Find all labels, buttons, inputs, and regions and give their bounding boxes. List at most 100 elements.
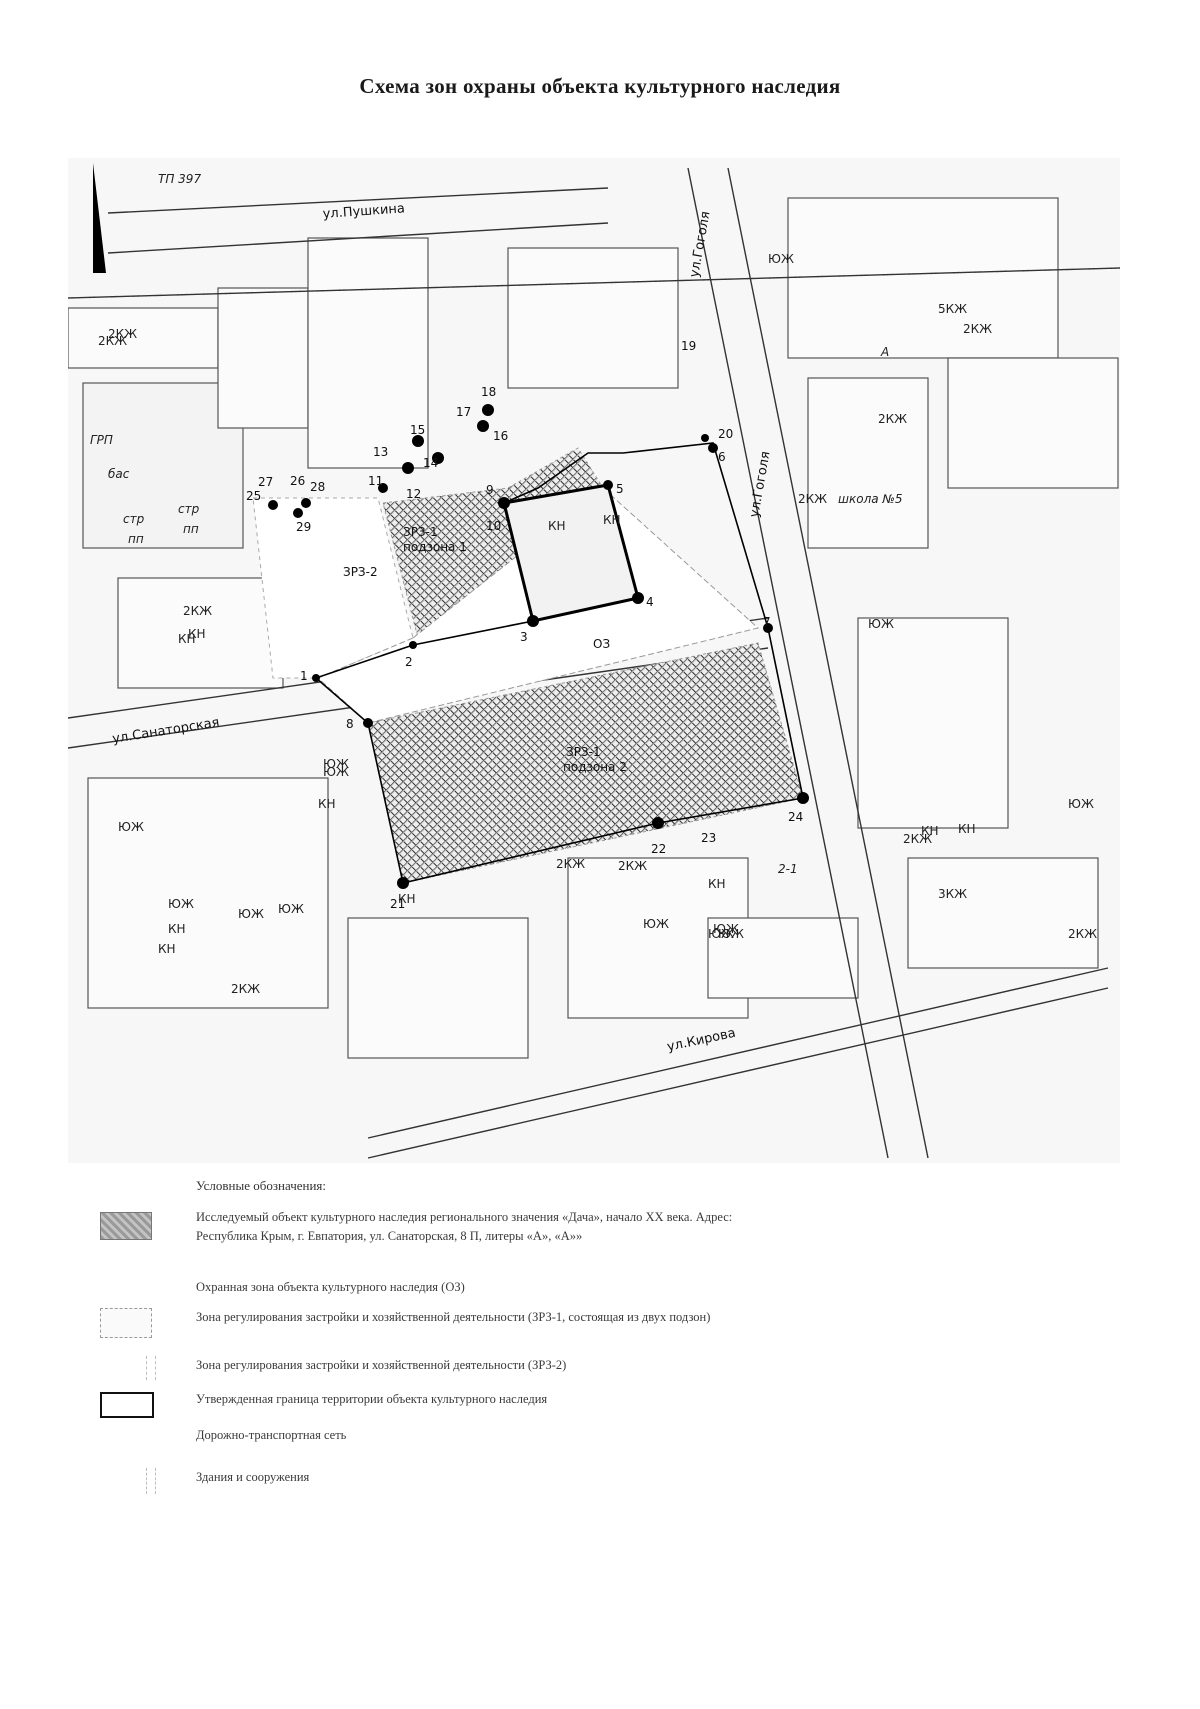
building-label: 2КЖ [98,334,127,348]
legend-row-object: Исследуемый объект культурного наследия … [100,1208,1100,1268]
boundary-point [402,462,414,474]
misc-label: пп [128,532,144,546]
point-number: 9 [486,483,494,497]
boundary-point [412,435,424,447]
point-number: 7 [763,615,771,629]
misc-label: пп [183,522,199,536]
building-label: ЮЖ [708,927,734,941]
point-number: 14 [423,456,438,470]
point-number: 13 [373,445,388,459]
building-label: КН [708,877,726,891]
building-label: 2КЖ [231,982,260,996]
legend-text: Зона регулирования застройки и хозяйстве… [196,1310,711,1324]
point-number: 23 [701,831,716,845]
legend-text: Исследуемый объект культурного наследия … [196,1210,733,1243]
building-label: ЮЖ [323,765,349,779]
point-number: 20 [718,427,733,441]
building-labels: 2КЖ КН 2КЖ 2КЖ 3КЖ 2КЖ ЮЖ КН 2КЖ ЮЖ ЮЖ К… [98,252,1097,996]
block [707,917,859,999]
building-label: ЮЖ [643,917,669,931]
road-line [687,167,889,1159]
map-svg: 1 2 3 4 5 6 7 8 9 10 11 12 13 14 15 16 1… [68,163,1120,1159]
point-number: 5 [616,482,624,496]
oz-swatch-icon [100,1278,150,1300]
building-label: КН [188,627,206,641]
road-line [727,167,929,1159]
building-swatch-icon [146,1468,156,1494]
building-label: 3КЖ [938,887,967,901]
point-number: 21 [390,897,405,911]
boundary-point [293,508,303,518]
legend-row-buildings: Здания и сооружения [100,1468,1100,1528]
misc-label: ТП 397 [158,172,201,186]
building-label: 2КЖ [903,832,932,846]
legend-row-zrz2: Зона регулирования застройки и хозяйстве… [100,1356,1100,1416]
misc-label: стр [178,502,200,516]
block [117,577,284,689]
point-numbers: 1 2 3 4 5 6 7 8 9 10 11 12 13 14 15 16 1… [246,339,803,911]
zone-label: ОЗ [593,637,610,651]
building-label: 2КЖ [963,322,992,336]
building-label: КН [318,797,336,811]
road-line [367,987,1109,1159]
boundary-point [268,500,278,510]
building-label: ЮЖ [768,252,794,266]
zone-labels: ЗРЗ-1 подзона 1 ЗРЗ-1 подзона 2 ЗРЗ-2 ОЗ [343,525,627,774]
point-number: 17 [456,405,471,419]
boundary-point [378,483,388,493]
block [907,857,1099,969]
building-label: 2КЖ [1068,927,1097,941]
block [857,617,1009,829]
boundary-point [763,623,773,633]
zone-label: ЗРЗ-2 [343,565,378,579]
building-label: ЮЖ [868,617,894,631]
point-number: 29 [296,520,311,534]
boundary-point [527,615,539,627]
building-label: 2КЖ [798,492,827,506]
point-number: 27 [258,475,273,489]
boundary-point [632,592,644,604]
boundary-point [652,817,664,829]
boundary-point [701,434,709,442]
block [787,197,1059,359]
point-number: 28 [310,480,325,494]
boundary-point [409,641,417,649]
point-number: 24 [788,810,803,824]
zrz2-swatch-icon [146,1356,156,1380]
boundary-point [363,718,373,728]
point-number: 19 [681,339,696,353]
building-label: ЮЖ [278,902,304,916]
building-label: 5КЖ [938,302,967,316]
point-number: 10 [486,519,501,533]
point-number: 6 [718,450,726,464]
building-label: КН [958,822,976,836]
boundary-point [312,674,320,682]
road-line [107,222,609,254]
point-number: 1 [300,669,308,683]
boundary-point [397,877,409,889]
street-name: ул.Гоголя [747,450,773,519]
legend-text: Утвержденная граница территории объекта … [196,1392,548,1406]
legend-row-boundary: Утвержденная граница территории объекта … [100,1390,1100,1450]
site-map: 1 2 3 4 5 6 7 8 9 10 11 12 13 14 15 16 1… [68,158,1120,1163]
legend-text: Здания и сооружения [196,1470,310,1484]
building-label: КН [158,942,176,956]
boundary-swatch-icon [100,1392,154,1418]
block [347,917,529,1059]
building-label: ЮЖ [718,927,744,941]
zrz1-swatch-icon [100,1308,152,1338]
boundary-point [603,480,613,490]
building-label: КН [603,513,621,527]
building-label: 2КЖ [618,859,647,873]
boundary-point [477,420,489,432]
block [807,377,929,549]
point-number: 3 [520,630,528,644]
point-number: 2 [405,655,413,669]
legend-text: Дорожно-транспортная сеть [196,1428,347,1442]
zone-label: ЗРЗ-1 [566,745,601,759]
legend-row-oz: Охранная зона объекта культурного наслед… [100,1278,1100,1338]
point-number: 18 [481,385,496,399]
building-label: КН [178,632,196,646]
building-label: 2КЖ [878,412,907,426]
building-label: ЮЖ [168,897,194,911]
